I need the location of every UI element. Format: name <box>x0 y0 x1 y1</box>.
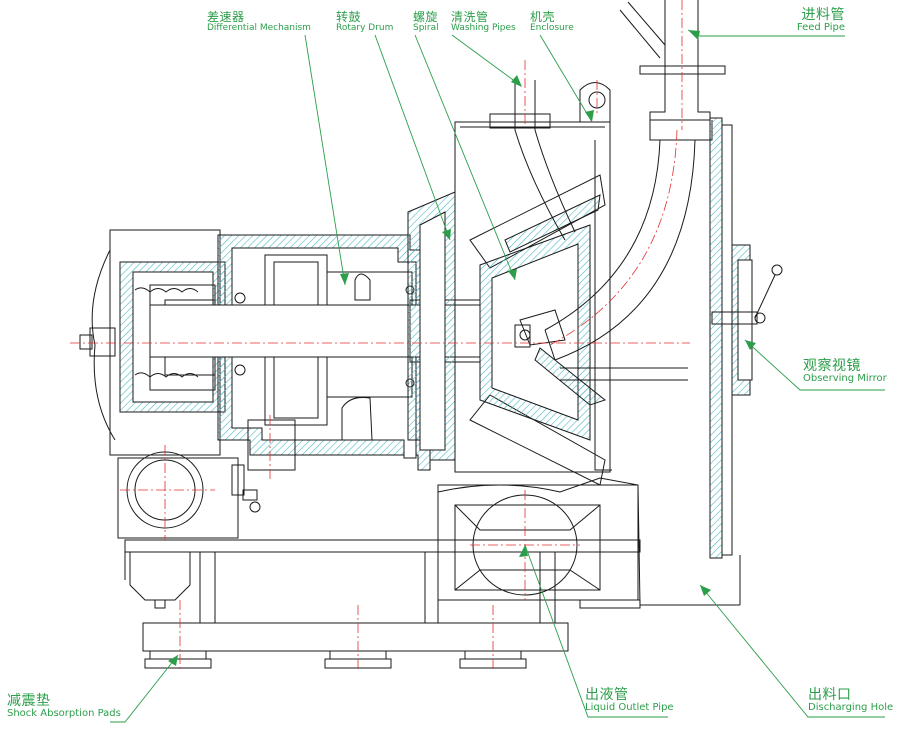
label-zh: 出料口 <box>808 687 852 703</box>
label-zh: 观察视镜 <box>803 358 861 374</box>
label-en: Observing Mirror <box>803 373 887 384</box>
label-zh: 机壳 <box>530 10 556 24</box>
washing-pipes <box>514 80 576 241</box>
label-washing-pipes: 清洗管 Washing Pipes <box>451 11 516 33</box>
label-feed-pipe: 进料管 Feed Pipe <box>780 8 845 33</box>
label-zh: 差速器 <box>207 10 245 24</box>
label-enclosure: 机壳 Enclosure <box>530 11 574 33</box>
label-zh: 螺旋 <box>413 10 439 24</box>
label-en: Washing Pipes <box>451 23 516 33</box>
feed-pipe <box>544 0 726 381</box>
drum-housing <box>149 234 481 471</box>
label-zh: 清洗管 <box>451 10 489 24</box>
label-shock-absorption-pads: 减震垫 Shock Absorption Pads <box>7 694 121 719</box>
label-en: Liquid Outlet Pipe <box>585 702 674 713</box>
liquid-outlet-pipe <box>437 477 641 609</box>
label-discharging-hole: 出料口 Discharging Hole <box>808 688 893 713</box>
callout-arrowheads <box>168 30 756 666</box>
label-en: Differential Mechanism <box>207 23 311 33</box>
label-en: Feed Pipe <box>796 22 845 33</box>
label-en: Enclosure <box>530 23 574 33</box>
enclosure <box>454 82 612 473</box>
rotary-drum-assembly <box>407 174 607 486</box>
label-en: Discharging Hole <box>808 702 894 713</box>
shock-absorption-pads <box>144 650 527 669</box>
label-rotary-drum: 转鼓 Rotary Drum <box>336 11 393 33</box>
label-spiral: 螺旋 Spiral <box>413 11 439 33</box>
label-en: Shock Absorption Pads <box>7 708 121 719</box>
callout-leaders <box>110 29 885 723</box>
label-observing-mirror: 观察视镜 Observing Mirror <box>803 359 887 384</box>
cover-door <box>709 117 783 559</box>
discharging-chute <box>637 484 741 606</box>
label-zh: 出液管 <box>585 687 629 703</box>
label-differential-mechanism: 差速器 Differential Mechanism <box>207 11 311 33</box>
label-zh: 转鼓 <box>336 10 362 24</box>
label-zh: 进料管 <box>801 7 845 23</box>
base-frame <box>124 539 641 652</box>
label-liquid-outlet-pipe: 出液管 Liquid Outlet Pipe <box>585 688 674 713</box>
label-en: Spiral <box>413 23 439 33</box>
label-zh: 减震垫 <box>7 693 51 709</box>
label-en: Rotary Drum <box>336 23 394 33</box>
